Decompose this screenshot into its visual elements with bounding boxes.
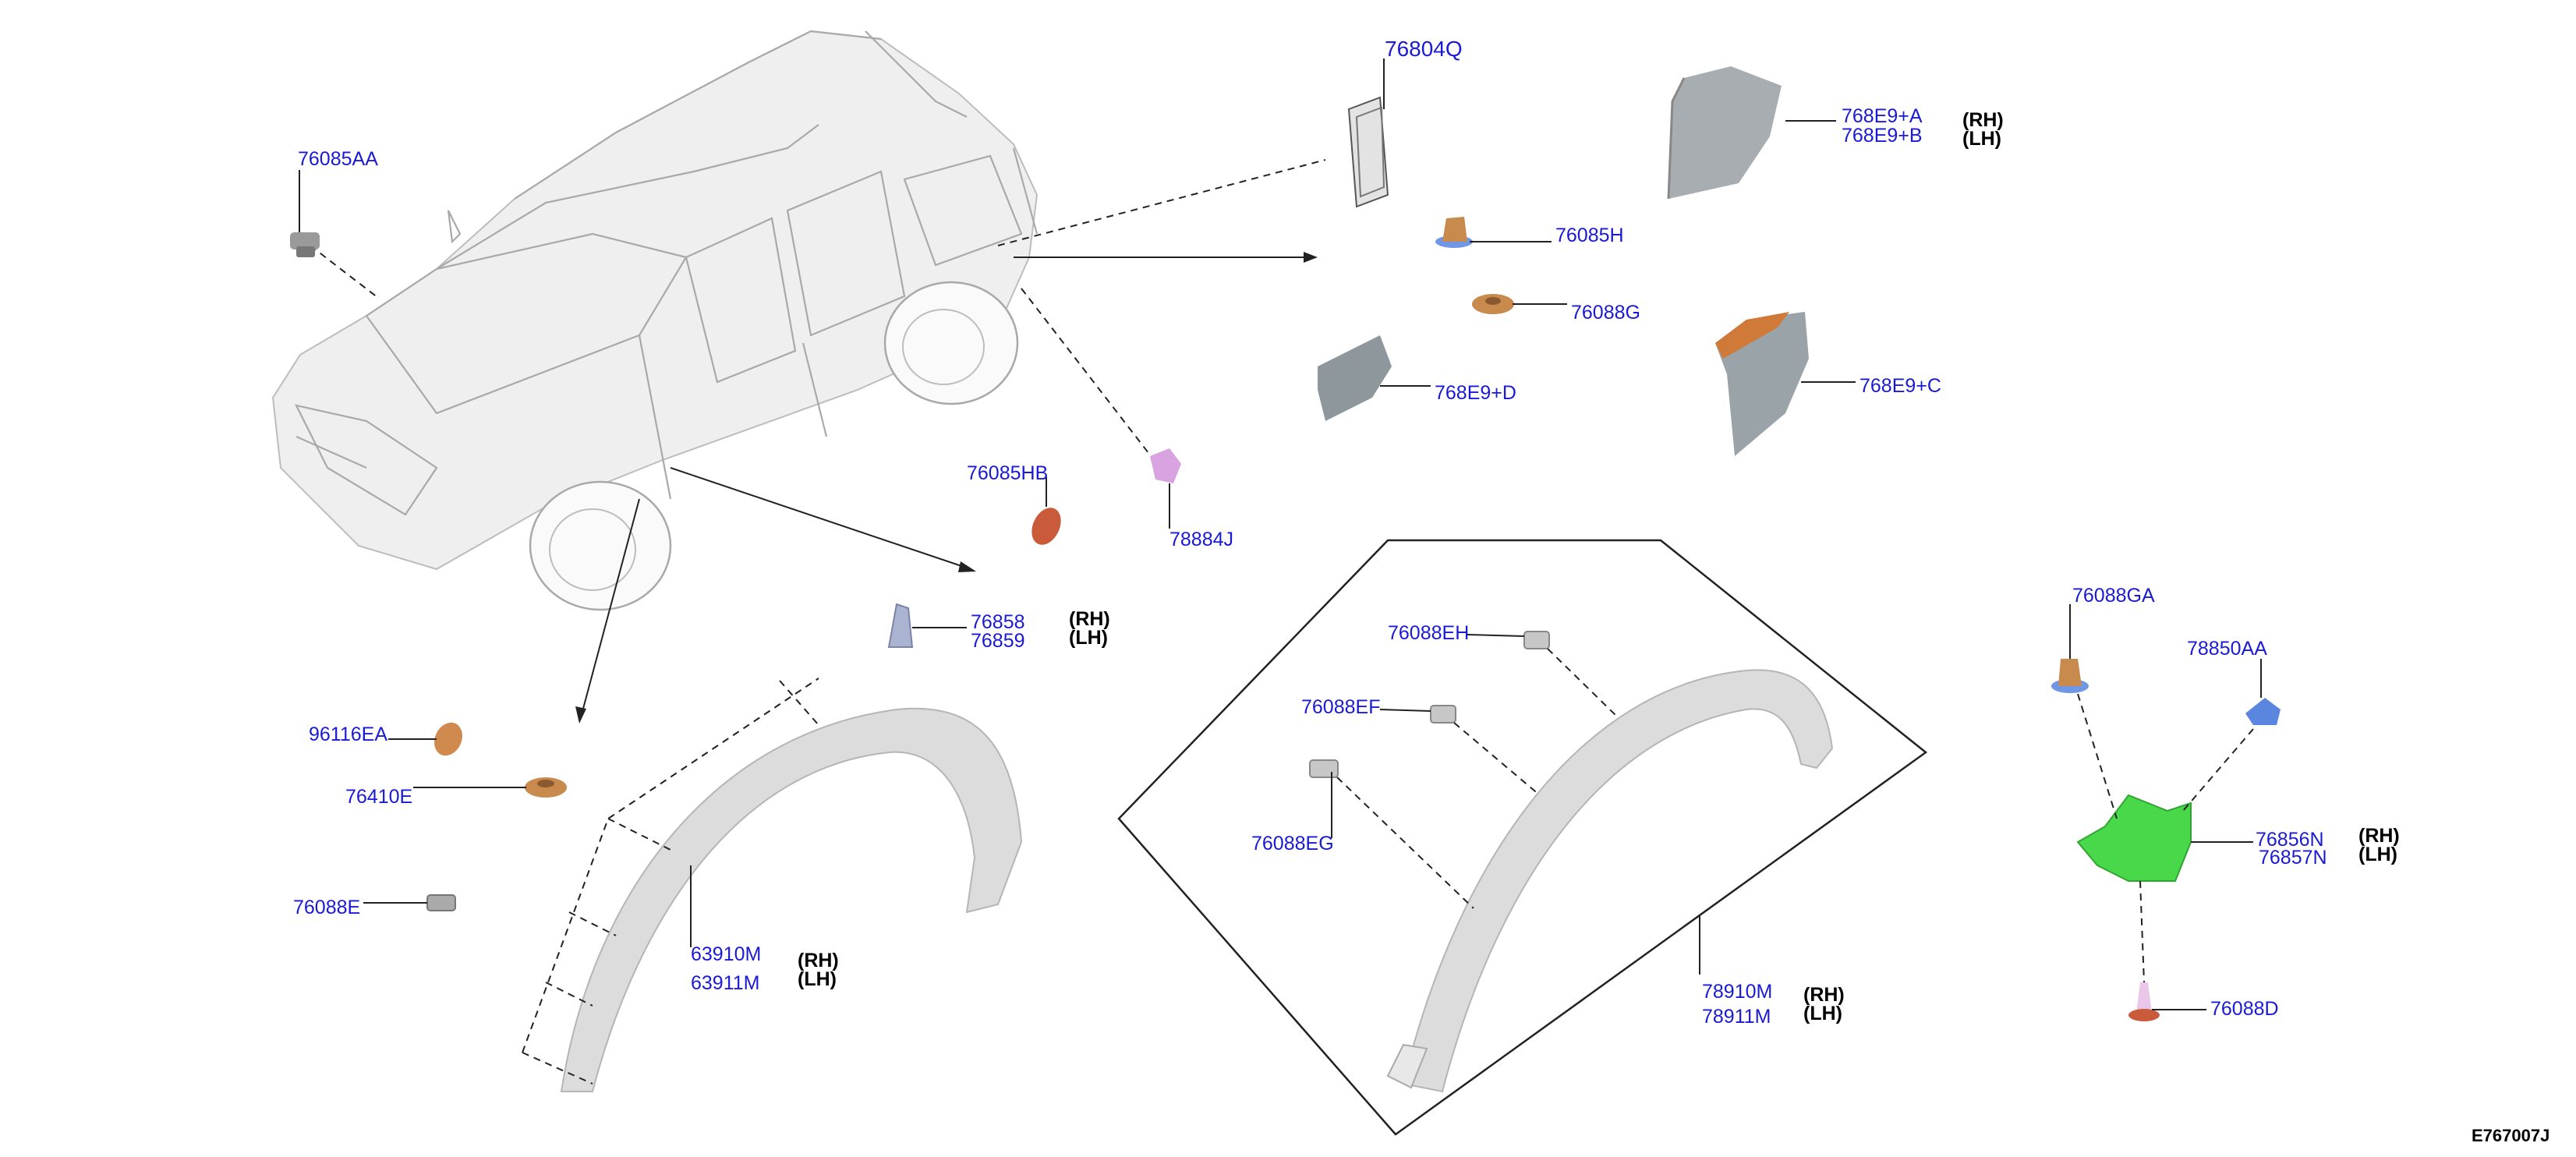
label-76804Q: 76804Q (1385, 37, 1463, 61)
bracket-76858-shape (887, 603, 914, 648)
clip-76088E-shape (426, 894, 456, 911)
label-76088GA: 76088GA (2072, 585, 2155, 607)
label-78910M: 78910M (1702, 981, 1772, 1003)
label-76088EF: 76088EF (1301, 696, 1380, 718)
label-76858: 76858 (971, 611, 1025, 633)
panel-768E9AB-shape (1667, 66, 1782, 200)
label-76859: 76859 (971, 630, 1025, 652)
label-76088EG: 76088EG (1251, 833, 1334, 854)
panel-768E9D-shape (1318, 335, 1392, 421)
label-76410E: 76410E (345, 786, 412, 808)
panel-768E9C-shape (1715, 312, 1809, 456)
label-78884J: 78884J (1169, 529, 1233, 550)
part-labels: 76085AA 76804Q 768E9+A 768E9+B (RH) (LH)… (293, 37, 2549, 1145)
label-76088D: 76088D (2210, 998, 2279, 1020)
label-768E9AB-rh: (RH) (1962, 109, 2004, 131)
label-96116EA: 96116EA (309, 724, 387, 745)
label-76856N: 76856N (2256, 829, 2324, 851)
label-63910M: 63910M (691, 943, 761, 965)
label-63911M: 63911M (691, 972, 760, 994)
bracket-76804Q-shape (1347, 96, 1389, 208)
label-78910M-rh: (RH) (1803, 984, 1845, 1006)
label-76856N-lh: (LH) (2358, 844, 2397, 865)
label-63910M-rh: (RH) (798, 950, 839, 971)
clip-76085H-shape (1435, 217, 1473, 248)
front-fender-molding-shape (522, 678, 1023, 1092)
label-76088E: 76088E (293, 897, 360, 918)
label-76857N: 76857N (2259, 847, 2327, 869)
label-76858-rh: (RH) (1069, 608, 1110, 630)
part-shapes (290, 66, 2281, 1136)
clip-76085AA-shape (290, 232, 320, 257)
label-76858-lh: (LH) (1069, 627, 1108, 649)
label-leaders (299, 58, 2262, 1010)
label-768E9AB-lh: (LH) (1962, 128, 2001, 150)
label-76085HB: 76085HB (967, 462, 1048, 484)
mudguard-shapes (2051, 659, 2281, 1021)
label-76088G: 76088G (1571, 302, 1640, 324)
label-768E9B: 768E9+B (1842, 125, 1923, 147)
diagram-reference-id: E767007J (2472, 1126, 2549, 1145)
label-76085H: 76085H (1555, 225, 1624, 246)
label-78910M-lh: (LH) (1803, 1003, 1842, 1024)
label-78911M: 78911M (1702, 1006, 1771, 1028)
seal-96116EA-shape (434, 722, 462, 756)
label-768E9C: 768E9+C (1859, 375, 1941, 397)
label-63910M-lh: (LH) (798, 968, 837, 990)
label-768E9A: 768E9+A (1842, 105, 1923, 127)
clip-78884J-shape (1150, 448, 1181, 483)
clip-76088G-shape (1472, 294, 1514, 314)
label-78850AA: 78850AA (2187, 638, 2267, 660)
label-76856N-rh: (RH) (2358, 825, 2400, 847)
label-76085AA: 76085AA (298, 148, 378, 170)
seal-76085HB-shape (1031, 508, 1061, 545)
rear-fender-molding-shape (1117, 539, 1928, 1136)
leader-lines (310, 159, 1326, 724)
clip-76410E-shape (525, 777, 567, 798)
label-76088EH: 76088EH (1388, 622, 1469, 644)
vehicle-illustration (271, 30, 1039, 611)
label-768E9D: 768E9+D (1435, 382, 1516, 404)
